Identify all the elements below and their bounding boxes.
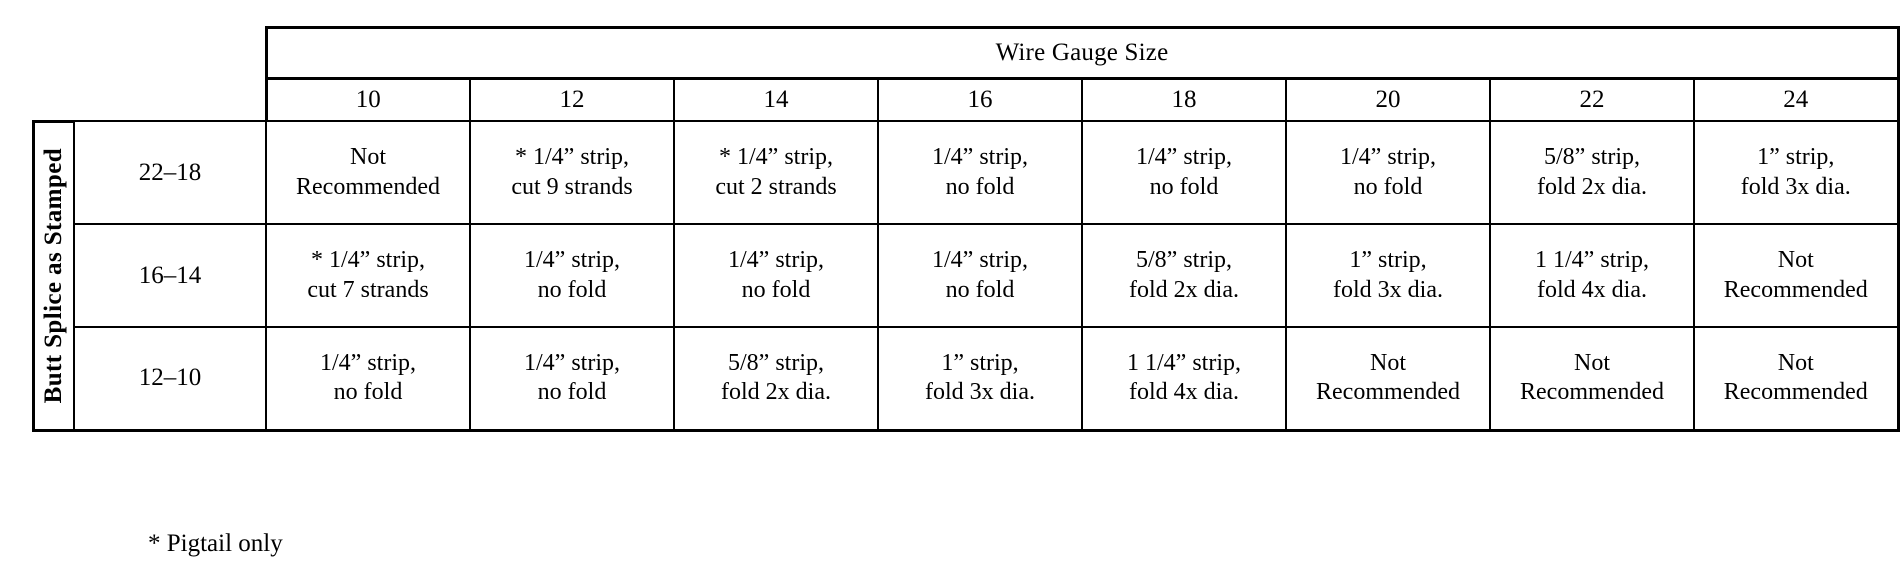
colhead-spacer-rowlabel [74,79,266,122]
cell-line-1: 1/4” strip, [524,246,620,273]
cell-line-2: no fold [537,379,607,406]
cell-12-10-22: Not Recommended [1489,326,1695,432]
row-header-16-14: 16–14 [73,223,267,328]
cell-line-2: fold 2x dia. [1129,276,1239,303]
table-row: 16–14 * 1/4” strip, cut 7 strands 1/4” s… [34,223,1900,328]
cell-22-18-10: Not Recommended [265,120,471,225]
table-row: 12–10 1/4” strip, no fold 1/4” strip, no… [34,326,1900,432]
cell-22-18-18: 1/4” strip, no fold [1081,120,1287,225]
column-header-14: 14 [673,78,879,122]
cell-line-1: Not [1777,246,1814,273]
cell-16-14-24: Not Recommended [1693,223,1900,328]
cell-line-1: 1/4” strip, [932,143,1028,170]
table-column-header-row: 10 12 14 16 18 20 22 24 [34,78,1900,122]
cell-line-2: fold 4x dia. [1537,276,1647,303]
cell-line-1: 1 1/4” strip, [1535,246,1649,273]
cell-line-1: 5/8” strip, [1544,143,1640,170]
cell-12-10-18: 1 1/4” strip, fold 4x dia. [1081,326,1287,432]
table-header-group-row: Wire Gauge Size [34,26,1900,80]
cell-12-10-24: Not Recommended [1693,326,1900,432]
corner-spacer-rowlabel [74,28,266,79]
cell-22-18-20: 1/4” strip, no fold [1285,120,1491,225]
cell-12-10-20: Not Recommended [1285,326,1491,432]
row-header-22-18: 22–18 [73,120,267,225]
cell-line-2: Recommended [1723,276,1868,303]
cell-16-14-22: 1 1/4” strip, fold 4x dia. [1489,223,1695,328]
colhead-spacer-vertical [34,79,75,122]
cell-line-1: * 1/4” strip, [311,246,425,273]
column-header-18: 18 [1081,78,1287,122]
cell-line-2: Recommended [296,173,440,200]
cell-line-1: 1/4” strip, [1136,143,1232,170]
cell-22-18-24: 1” strip, fold 3x dia. [1693,120,1900,225]
cell-line-2: no fold [1149,173,1219,200]
cell-line-2: no fold [945,276,1015,303]
cell-line-1: 1/4” strip, [1340,143,1436,170]
cell-12-10-14: 5/8” strip, fold 2x dia. [673,326,879,432]
cell-line-2: fold 3x dia. [925,379,1035,406]
cell-16-14-20: 1” strip, fold 3x dia. [1285,223,1491,328]
cell-12-10-10: 1/4” strip, no fold [265,326,471,432]
column-header-22: 22 [1489,78,1695,122]
cell-12-10-16: 1” strip, fold 3x dia. [877,326,1083,432]
cell-line-2: no fold [741,276,811,303]
cell-16-14-16: 1/4” strip, no fold [877,223,1083,328]
column-group-header: Wire Gauge Size [264,26,1900,80]
footnote-pigtail-only: * Pigtail only [148,530,283,557]
corner-spacer-vertical [34,28,75,79]
cell-line-2: no fold [945,173,1015,200]
cell-22-18-16: 1/4” strip, no fold [877,120,1083,225]
cell-line-1: 5/8” strip, [1136,246,1232,273]
cell-line-1: Not [1777,349,1814,376]
cell-line-2: fold 2x dia. [1537,173,1647,200]
cell-line-2: cut 2 strands [715,173,837,200]
column-header-16: 16 [877,78,1083,122]
cell-line-2: fold 2x dia. [721,379,831,406]
table-row: Butt Splice as Stamped 22–18 Not Recomme… [32,119,1900,432]
column-header-24: 24 [1693,78,1900,122]
wire-gauge-table-wrapper: Wire Gauge Size 10 12 14 16 18 20 22 24 [32,26,1900,432]
cell-line-1: 1” strip, [1349,246,1427,273]
wire-gauge-table: Wire Gauge Size 10 12 14 16 18 20 22 24 [32,26,1900,432]
row-group-label-text: Butt Splice as Stamped [40,147,67,404]
cell-line-1: 1 1/4” strip, [1127,349,1241,376]
cell-line-1: 1/4” strip, [524,349,620,376]
column-header-20: 20 [1285,78,1491,122]
row-group-label: Butt Splice as Stamped [32,119,75,432]
cell-line-2: fold 4x dia. [1129,379,1239,406]
cell-line-1: Not [1574,349,1610,376]
cell-line-1: 1” strip, [1757,143,1835,170]
cell-line-1: 1/4” strip, [320,349,416,376]
cell-line-1: Not [1370,349,1406,376]
column-header-12: 12 [469,78,675,122]
cell-line-1: 1” strip, [941,349,1019,376]
cell-line-1: 5/8” strip, [728,349,824,376]
cell-line-1: 1/4” strip, [728,246,824,273]
cell-line-2: cut 7 strands [307,276,429,303]
cell-line-2: Recommended [1316,379,1460,406]
cell-line-1: * 1/4” strip, [515,143,629,170]
column-header-10: 10 [264,78,471,122]
cell-16-14-10: * 1/4” strip, cut 7 strands [265,223,471,328]
cell-16-14-14: 1/4” strip, no fold [673,223,879,328]
cell-line-2: no fold [1353,173,1423,200]
cell-12-10-12: 1/4” strip, no fold [469,326,675,432]
cell-line-2: fold 3x dia. [1333,276,1443,303]
cell-22-18-22: 5/8” strip, fold 2x dia. [1489,120,1695,225]
cell-line-1: Not [350,143,386,170]
cell-16-14-18: 5/8” strip, fold 2x dia. [1081,223,1287,328]
cell-line-2: cut 9 strands [511,173,633,200]
row-header-12-10: 12–10 [73,326,267,432]
cell-16-14-12: 1/4” strip, no fold [469,223,675,328]
cell-line-1: * 1/4” strip, [719,143,833,170]
cell-22-18-14: * 1/4” strip, cut 2 strands [673,120,879,225]
cell-line-2: Recommended [1723,379,1868,406]
cell-line-2: no fold [333,379,403,406]
cell-22-18-12: * 1/4” strip, cut 9 strands [469,120,675,225]
cell-line-1: 1/4” strip, [932,246,1028,273]
cell-line-2: fold 3x dia. [1740,173,1851,200]
cell-line-2: Recommended [1520,379,1664,406]
cell-line-2: no fold [537,276,607,303]
